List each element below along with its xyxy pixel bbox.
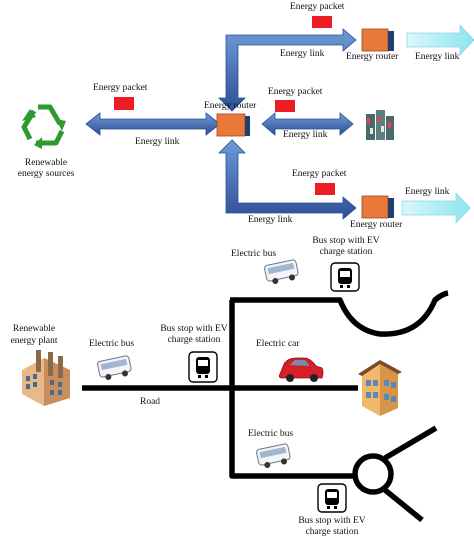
bus-stop-sign-bottom (317, 483, 347, 513)
bus-stop-sign-top (330, 262, 360, 292)
energy-link-label-top-right: Energy link (415, 52, 460, 62)
energy-router-center (216, 113, 250, 137)
energy-packet-label-left: Energy packet (93, 83, 148, 93)
house-icon (358, 360, 402, 416)
energy-packet-middle (275, 100, 295, 112)
energy-router-top (361, 28, 394, 52)
power-plant-icon (22, 350, 70, 406)
roundabout (352, 453, 394, 495)
road-label: Road (140, 397, 161, 407)
bus-stop-label-top-1: Bus stop with EV (312, 236, 380, 246)
bus-stop-label-bottom-2: charge station (305, 527, 359, 537)
plant-label-1: Renewable (12, 324, 56, 334)
energy-router-label-center: Energy router (204, 101, 257, 111)
storage-unit-icon (366, 110, 394, 140)
energy-link-arrow-right (261, 112, 354, 136)
electric-bus-icon-bottom (256, 443, 291, 468)
energy-link-label-bottom: Energy link (248, 215, 293, 225)
energy-packet-label-bottom: Energy packet (292, 169, 347, 179)
electric-bus-label-left: Electric bus (89, 339, 135, 349)
energy-packet-bottom (315, 183, 335, 195)
energy-packet-left (114, 97, 134, 110)
energy-router-bottom (361, 195, 394, 219)
energy-link-label-top: Energy link (280, 49, 325, 59)
renewable-sources-label-2: energy sources (17, 169, 75, 179)
renewable-sources-label-1: Renewable (24, 158, 68, 168)
energy-router-label-top: Energy router (346, 52, 399, 62)
energy-link-arrow-lower (218, 139, 357, 220)
bus-stop-label-top-2: charge station (319, 247, 373, 257)
plant-label-2: energy plant (10, 336, 58, 346)
electric-car-label: Electric car (256, 339, 300, 349)
electric-bus-icon-top (264, 259, 299, 284)
energy-link-arrow-left (85, 112, 221, 136)
bus-stop-sign-middle (188, 351, 218, 383)
bus-stop-label-middle-2: charge station (167, 335, 221, 345)
bus-stop-label-middle-1: Bus stop with EV (160, 324, 228, 334)
external-link-arrow-bottom (401, 191, 471, 225)
energy-packet-label-top: Energy packet (290, 2, 345, 12)
bus-stop-label-bottom-1: Bus stop with EV (298, 516, 366, 526)
energy-link-label-bottom-right: Energy link (405, 187, 450, 197)
energy-router-label-bottom: Energy router (350, 220, 403, 230)
energy-link-label-left: Energy link (135, 137, 180, 147)
energy-link-label-middle: Energy link (283, 130, 328, 140)
electric-bus-label-top: Electric bus (231, 249, 277, 259)
external-link-arrow-top (406, 23, 474, 57)
electric-bus-label-bottom: Electric bus (248, 429, 294, 439)
recycle-icon (21, 104, 66, 149)
road-network (82, 290, 449, 523)
energy-link-arrow-upper (218, 28, 357, 112)
electric-car-icon (278, 357, 324, 382)
electric-bus-icon-left (97, 355, 132, 380)
energy-packet-top (312, 16, 332, 28)
energy-packet-label-middle: Energy packet (268, 87, 323, 97)
